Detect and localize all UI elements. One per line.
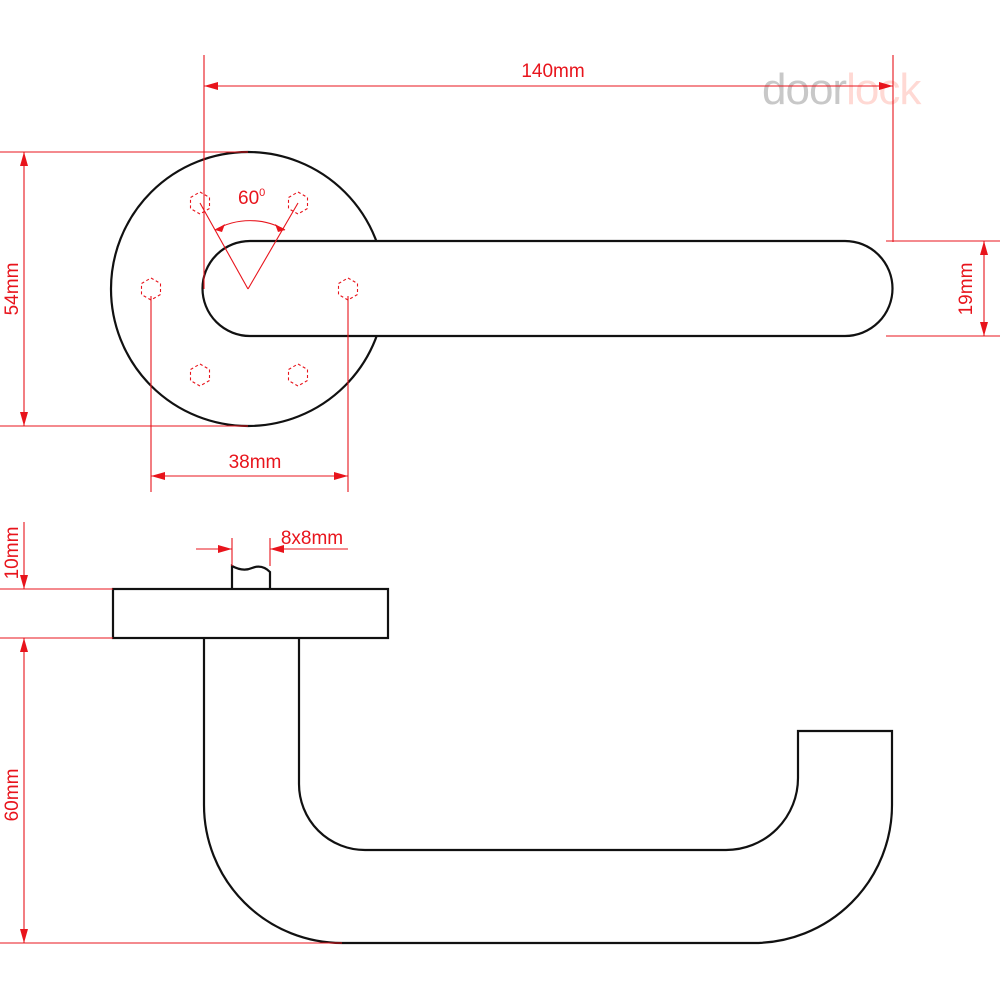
projection-dimension: 60mm: [0, 638, 342, 944]
top-view: 600 140mm 19mm 54mm: [0, 55, 1000, 492]
rose-thickness-dimension: 10mm: [0, 522, 113, 639]
fixing-centres-dimension: 38mm: [150, 296, 349, 492]
logo-part-lock: lock: [846, 65, 922, 114]
lever-profile-outline: [202, 638, 894, 945]
length-dimension: 140mm: [203, 55, 894, 289]
spindle-dimension: 8x8mm: [196, 528, 348, 566]
height-dimension: 19mm: [886, 240, 1000, 337]
spindle-outline: [230, 564, 272, 589]
length-label: 140mm: [521, 61, 584, 82]
doorlock-logo: doorlock: [762, 65, 922, 114]
rose-diameter-dimension: 54mm: [0, 151, 248, 427]
logo-part-door: door: [762, 65, 846, 114]
rose-thickness-label: 10mm: [2, 527, 23, 580]
height-label: 19mm: [956, 263, 977, 316]
spindle-label: 8x8mm: [281, 528, 343, 549]
rose-diameter-label: 54mm: [2, 263, 23, 316]
angle-dimension: 600: [199, 187, 299, 290]
lever-arm-outline: [201, 239, 894, 338]
side-view: 8x8mm 10mm 60mm: [0, 522, 894, 945]
projection-label: 60mm: [2, 769, 23, 822]
rose-plate-outline: [111, 587, 390, 640]
fixing-centres-label: 38mm: [229, 452, 282, 473]
angle-label: 600: [238, 187, 265, 209]
